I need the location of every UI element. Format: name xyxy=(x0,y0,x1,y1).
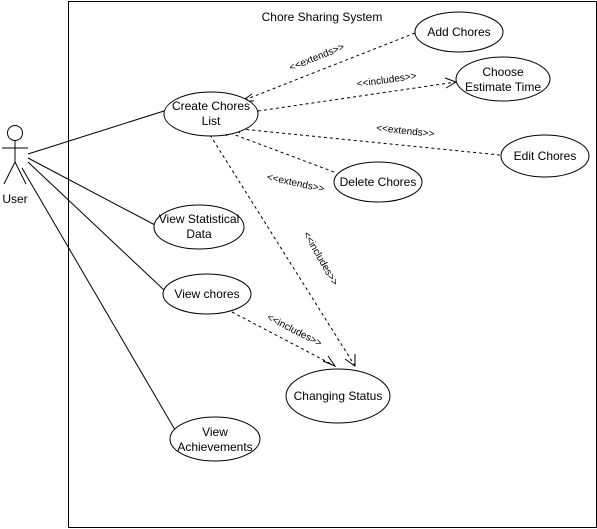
use-case-ellipse xyxy=(455,56,551,102)
rel-add-to-create xyxy=(241,32,416,102)
rel-edit-to-create xyxy=(230,127,501,156)
use-case-label: Estimate Time xyxy=(465,80,541,94)
label-includes-viewchores: <<includes>> xyxy=(265,312,324,349)
rel-delete-to-create xyxy=(221,129,335,173)
label-extends-delete: <<extends>> xyxy=(266,172,326,195)
use-case-label: View Statistical xyxy=(159,212,239,226)
use-case-label: Delete Chores xyxy=(340,175,417,189)
label-includes-choose: <<includes>> xyxy=(356,71,417,90)
use-case-label: Edit Chores xyxy=(514,149,577,163)
use-case-ellipse xyxy=(333,161,423,203)
use-case-view-chores: View chores xyxy=(162,273,252,315)
rel-create-to-changing xyxy=(209,134,356,367)
use-case-view-achievements: View Achievements xyxy=(169,416,261,462)
label-extends-edit: <<extends>> xyxy=(376,123,435,140)
use-case-label: Add Chores xyxy=(427,25,490,39)
system-title: Chore Sharing System xyxy=(262,10,383,24)
actor-head xyxy=(7,125,23,141)
use-case-label: Create Chores xyxy=(172,99,250,113)
use-case-label: View chores xyxy=(174,287,239,301)
associations xyxy=(21,110,179,436)
use-case-ellipse xyxy=(500,134,590,178)
actor-right-leg xyxy=(14,161,27,185)
association-view-statistical-data xyxy=(27,157,156,226)
use-case-create-chores-list: Create Chores List xyxy=(163,91,259,137)
use-case-label: Achievements xyxy=(177,440,252,454)
use-case-edit-chores: Edit Chores xyxy=(500,134,590,178)
use-case-label: Data xyxy=(186,227,212,241)
use-case-ellipse xyxy=(163,91,259,137)
actor-user xyxy=(2,125,28,185)
use-case-label: Choose xyxy=(482,65,524,79)
use-case-ellipse xyxy=(162,273,252,315)
rel-viewchores-to-changing xyxy=(231,311,336,367)
use-case-ellipse xyxy=(285,368,391,424)
arrowheads xyxy=(221,77,458,368)
use-case-ellipse xyxy=(414,11,504,53)
use-case-choose-estimate-time: Choose Estimate Time xyxy=(455,56,551,102)
use-case-ellipse xyxy=(153,204,245,250)
use-case-changing-status: Changing Status xyxy=(285,368,391,424)
relationships xyxy=(209,32,501,367)
use-case-delete-chores: Delete Chores xyxy=(333,161,423,203)
label-includes-changing: <<includes>> xyxy=(300,230,340,288)
arrowhead-create-to-changing xyxy=(344,354,356,367)
association-view-chores xyxy=(27,161,165,291)
use-case-ellipse xyxy=(169,416,261,462)
actor-label: User xyxy=(2,192,27,206)
use-case-add-chores: Add Chores xyxy=(414,11,504,53)
use-case-view-statistical-data: View Statistical Data xyxy=(153,204,245,250)
association-view-achievements xyxy=(21,167,179,436)
use-case-label: Changing Status xyxy=(294,389,383,403)
association-create-chores-list xyxy=(27,110,165,155)
actor-left-leg xyxy=(3,161,16,185)
use-case-label: View xyxy=(202,425,228,439)
arrowhead-viewchores-to-changing xyxy=(322,355,337,368)
label-extends-add: <<extends>> xyxy=(288,42,346,74)
use-case-label: List xyxy=(202,114,221,128)
